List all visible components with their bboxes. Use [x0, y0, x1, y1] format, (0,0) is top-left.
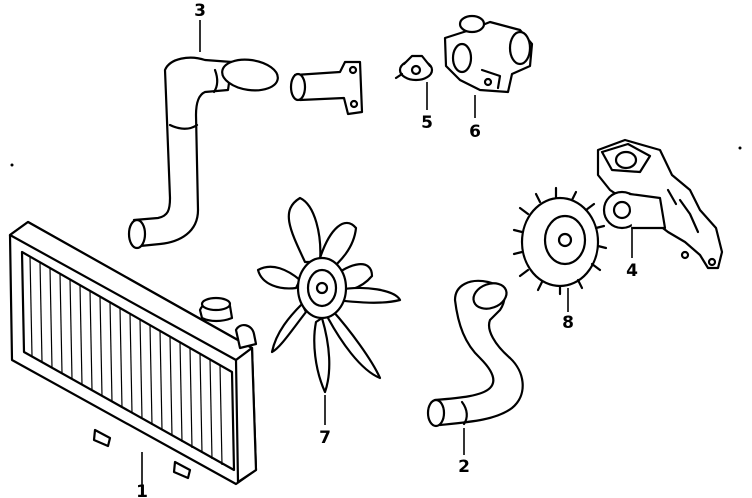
water-pump-part-4[interactable] [596, 138, 724, 270]
lower-radiator-hose-part-2[interactable] [426, 279, 524, 428]
water-outlet-part-6[interactable] [443, 14, 534, 94]
speck [10, 163, 14, 167]
callout-7-label: 7 [319, 428, 331, 448]
callout-4-label: 4 [626, 261, 638, 281]
water-inlet-housing[interactable] [289, 60, 364, 116]
speck [738, 146, 742, 150]
callout-8-label: 8 [562, 313, 574, 333]
radiator-part-1[interactable] [8, 220, 258, 486]
callout-6-label: 6 [469, 122, 481, 142]
fan-clutch-part-8[interactable] [512, 186, 608, 296]
cooling-fan-part-7[interactable] [256, 196, 402, 394]
callout-2-label: 2 [458, 457, 470, 477]
upper-radiator-hose-part-3[interactable] [127, 56, 280, 250]
callout-3-label: 3 [194, 1, 206, 21]
thermostat-part-5[interactable] [394, 54, 434, 82]
callout-5-label: 5 [421, 113, 433, 133]
callout-1-label: 1 [136, 482, 148, 498]
